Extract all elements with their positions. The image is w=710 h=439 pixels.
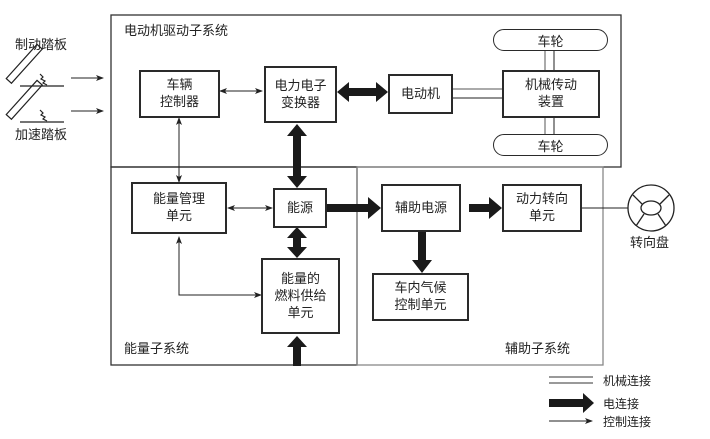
block-line: 动力转向 — [515, 192, 568, 207]
block-line: 单元 — [287, 305, 314, 321]
legend-control-label: 控制连接 — [603, 415, 652, 429]
block-line: 能量的 — [280, 271, 320, 287]
power-steering-block: 动力转向单元 — [502, 184, 582, 232]
mech-transmission-block: 机械传动装置 — [502, 70, 600, 118]
external-fuel-electric-link — [287, 336, 307, 366]
block-line: 车轮 — [537, 139, 564, 155]
wheel-bottom-block: 车轮 — [493, 134, 608, 156]
block-line: 能量管理 — [152, 192, 205, 207]
legend-electrical-label: 电连接 — [603, 397, 640, 411]
source-converter-electric-link — [287, 124, 307, 188]
accel-pedal-label: 加速踏板 — [15, 128, 68, 143]
block-line: 单元 — [165, 209, 192, 224]
block-line: 控制单元 — [394, 298, 447, 313]
block-line: 单元 — [528, 209, 555, 224]
auxiliary-subsystem-label: 辅助子系统 — [505, 342, 571, 357]
block-line: 控制器 — [159, 95, 199, 110]
energy-subsystem-label: 能量子系统 — [124, 342, 190, 357]
block-line: 车轮 — [537, 34, 564, 50]
energy-mgmt-block: 能量管理单元 — [131, 182, 227, 234]
aux-power-block: 辅助电源 — [381, 184, 461, 232]
aux-steering-electric-link — [469, 197, 502, 219]
accel-pedal-icon — [5, 79, 64, 123]
converter-motor-electric-link — [337, 82, 388, 102]
aux-climate-electric-link — [412, 230, 432, 273]
auxiliary-subsystem-frame — [356, 166, 604, 366]
block-line: 电动机 — [400, 86, 440, 102]
block-line: 辅助电源 — [394, 200, 447, 216]
legend-mechanical-symbol — [549, 376, 593, 384]
motor-drive-subsystem-label: 电动机驱动子系统 — [124, 24, 229, 39]
vehicle-controller-block: 车辆控制器 — [139, 70, 220, 118]
brake-pedal-label: 制动踏板 — [15, 38, 68, 53]
block-line: 装置 — [537, 95, 564, 110]
fuel-supply-block: 能量的燃料供给单元 — [261, 258, 340, 334]
block-line: 车内气候 — [394, 281, 447, 296]
source-fuel-electric-link — [287, 227, 307, 258]
energy-source-block: 能源 — [273, 188, 327, 228]
legend-electrical-symbol — [549, 393, 594, 413]
block-line: 电力电子 — [274, 78, 327, 94]
block-line: 机械传动 — [524, 78, 577, 93]
block-line: 变换器 — [280, 95, 320, 111]
block-line: 燃料供给 — [274, 288, 327, 304]
block-line: 车辆 — [166, 78, 193, 93]
motor-block: 电动机 — [388, 74, 453, 114]
legend-mechanical-label: 机械连接 — [603, 374, 652, 388]
wheel-top-block: 车轮 — [493, 29, 608, 51]
steering-wheel-label: 转向盘 — [630, 236, 670, 251]
energy-mgmt-fuel-link — [178, 237, 262, 298]
steering-wheel-icon — [627, 184, 675, 232]
power-converter-block: 电力电子变换器 — [264, 66, 337, 123]
source-aux-electric-link — [324, 197, 381, 219]
climate-control-block: 车内气候控制单元 — [372, 273, 469, 321]
block-line: 能源 — [286, 200, 313, 216]
